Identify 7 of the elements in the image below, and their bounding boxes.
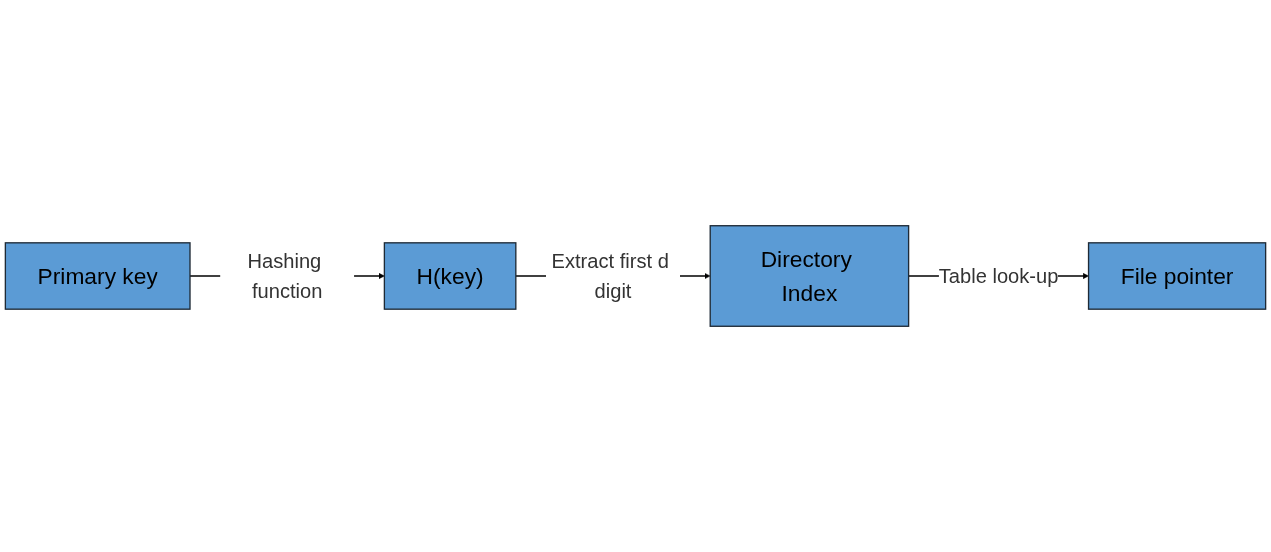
edge-label: Table look-up: [938, 264, 1059, 288]
node-box: Directory Index: [709, 225, 910, 327]
node-box: File pointer: [1087, 242, 1267, 310]
node-box: H(key): [383, 242, 517, 310]
node-box: Primary key: [4, 242, 191, 310]
edge-label: Hashing function: [247, 249, 323, 303]
edge-label: Extract first d digit: [551, 249, 669, 303]
